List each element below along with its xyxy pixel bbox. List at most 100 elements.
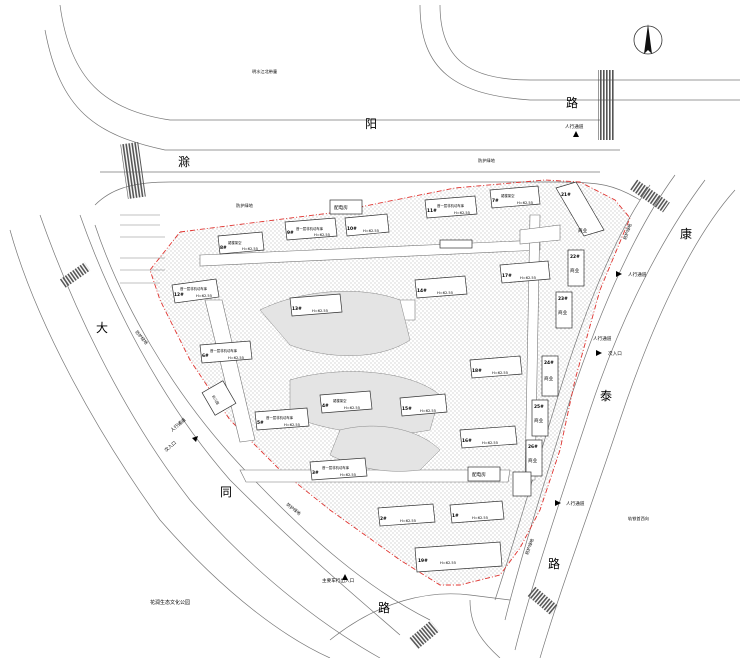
- shop-21: [555, 181, 605, 237]
- road-char-da: 大: [96, 321, 108, 335]
- b2-h: H=62.55: [400, 519, 416, 523]
- b4-code: 4#: [322, 403, 329, 409]
- b10-code: 10#: [347, 226, 357, 232]
- b8-code: 8#: [220, 245, 227, 251]
- greenbelt-top: 防护绿地: [478, 157, 496, 164]
- road-char-lu2: 路: [378, 600, 390, 615]
- shop22-note: 商业: [570, 267, 580, 274]
- b17-h: H=62.55: [520, 276, 536, 280]
- b6-note: 首一层非机动车库: [210, 348, 238, 353]
- b5-h: H=62.55: [284, 423, 300, 427]
- building-14: [414, 275, 468, 299]
- shop23-code: 23#: [558, 296, 568, 302]
- b14-h: H=62.55: [437, 291, 453, 295]
- b9-h: H=62.55: [314, 233, 330, 237]
- b11-note: 首一层非机动车库: [437, 203, 465, 208]
- ped-top-arrow: [573, 131, 579, 137]
- ped-left-label: 人行通道: [169, 416, 188, 433]
- b19-h: H=62.55: [440, 561, 456, 565]
- shop26-code: 26#: [528, 444, 538, 450]
- building-1: [449, 500, 505, 524]
- building-18: [469, 355, 523, 379]
- substation-south-label: 配电房: [472, 471, 486, 478]
- b6-h: H=62.55: [228, 356, 244, 360]
- b6-code: 6#: [202, 353, 209, 359]
- north-arrow-icon: [633, 24, 663, 55]
- b10-h: H=62.55: [363, 229, 379, 233]
- shop24-code: 24#: [544, 360, 554, 366]
- b4-h: H=62.55: [344, 406, 360, 410]
- b12-h: H=62.55: [196, 294, 212, 298]
- ped-right1-label: 人行通道: [628, 271, 647, 278]
- b18-code: 18#: [472, 368, 482, 374]
- secondary-entry-left-label: 次入口: [163, 439, 178, 453]
- b8-note: 裙楼架空: [228, 240, 242, 245]
- b3-code: 3#: [312, 470, 319, 476]
- b9-code: 9#: [287, 230, 294, 236]
- b18-h: H=62.55: [492, 371, 508, 375]
- secondary-entry-left-arrow: [192, 436, 198, 442]
- shop26-note: 商业: [528, 457, 538, 464]
- road-char-chu: 滁: [178, 154, 190, 169]
- shop-labels: 21# 商业 22# 商业 23# 商业 24# 商业 25# 商业 26# 商…: [528, 192, 588, 464]
- building-7: [489, 185, 541, 209]
- shop22-code: 22#: [570, 254, 580, 260]
- shop24-note: 商业: [544, 375, 554, 382]
- legend: [120, 214, 165, 284]
- main-entry-arrow: [342, 574, 348, 580]
- substation-south: [467, 466, 501, 482]
- building-4: [319, 390, 373, 414]
- shop-27: [512, 471, 532, 497]
- shop21-note: 商业: [578, 227, 588, 234]
- b13-code: 13#: [292, 306, 302, 312]
- b19-code: 19#: [418, 558, 428, 564]
- building-12: [171, 278, 220, 304]
- crosswalks: [59, 70, 670, 650]
- building-labels: 8# 裙楼架空 H=62.55 9# 首一层非机动车库 H=62.55 10# …: [174, 193, 536, 565]
- building-3: [309, 457, 368, 481]
- facility-labels: 配电房 配电房 幼儿园: [211, 204, 486, 478]
- ped-right2-label: 人行通道: [593, 335, 612, 342]
- culture-park-label: 花润生态文化公园: [150, 599, 190, 606]
- road-char-lu1: 路: [566, 95, 578, 110]
- b11-h: H=62.55: [454, 211, 470, 215]
- b3-note: 首一层非机动车库: [322, 465, 350, 470]
- shop-22: [567, 249, 585, 287]
- b4-note: 裙楼架空: [333, 398, 347, 403]
- secondary-entry-right-arrow: [596, 350, 602, 356]
- shop-24: [541, 355, 559, 397]
- greenbelt-top-left: 防护绿地: [236, 202, 254, 209]
- b5-code: 5#: [257, 420, 264, 426]
- secondary-entry-right-label: 次入口: [608, 350, 622, 357]
- road-char-tai: 泰: [600, 389, 612, 403]
- b2-code: 2#: [380, 516, 387, 522]
- b3-h: H=62.55: [340, 473, 356, 477]
- shop23-note: 商业: [558, 309, 568, 316]
- road-char-tong: 同: [220, 485, 232, 499]
- river-park-label: 明水江北带童: [252, 68, 277, 75]
- greenbelt-left: 防护绿地: [133, 329, 150, 347]
- building-19: [414, 541, 503, 573]
- b8-h: H=62.55: [242, 247, 258, 251]
- road-char-kang: 康: [680, 226, 692, 241]
- building-5: [254, 407, 310, 431]
- road-labels: 滁 阳 路 大 同 路 康 泰 路: [96, 95, 692, 615]
- building-11: [424, 195, 478, 219]
- buildings: [171, 185, 551, 573]
- building-13: [289, 293, 343, 317]
- shop25-code: 25#: [534, 404, 544, 410]
- substation-north: [329, 199, 363, 215]
- building-15: [399, 393, 448, 417]
- b12-note: 首一层非机动车库: [180, 286, 208, 291]
- ped-right1-arrow: [616, 271, 622, 277]
- rail-park-label: 轨铁首西向: [628, 515, 649, 522]
- building-10: [344, 213, 390, 237]
- building-2: [377, 503, 436, 527]
- b5-note: 首一层非机动车库: [266, 415, 294, 420]
- b7-note: 裙楼架空: [501, 193, 515, 198]
- main-entry-label: 主要车行出入口: [322, 577, 355, 584]
- entry-pavilion: [439, 239, 473, 249]
- b13-h: H=62.55: [312, 309, 328, 313]
- ped-right3-label: 人行通道: [566, 500, 585, 507]
